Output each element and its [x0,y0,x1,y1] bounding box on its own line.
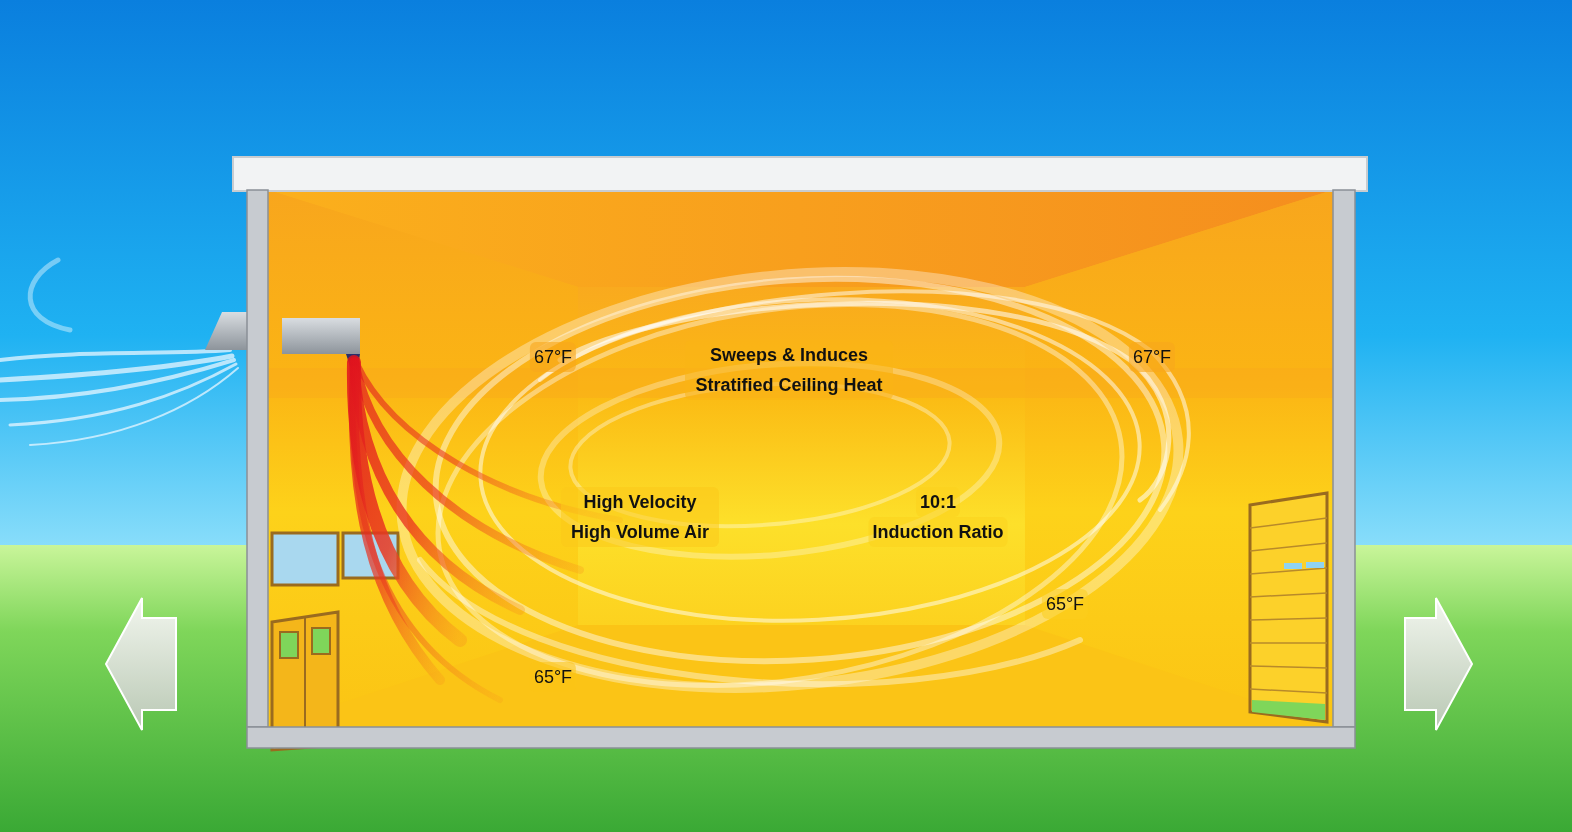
callout-text: Sweeps & Induces Stratified Ceiling Heat [685,340,893,400]
temperature-label: 65°F [1042,589,1088,619]
outdoor-air [0,260,238,445]
temperature-label: 67°F [1129,342,1175,372]
temperature-label: 67°F [530,342,576,372]
previous-arrow [106,598,176,730]
supply-duct [205,312,360,366]
temperature-label: 65°F [530,662,576,692]
next-arrow [1405,598,1472,730]
roll-up-door [1250,493,1327,722]
interior [268,190,1333,727]
floor [268,625,1333,727]
ratio-value: 10:1 [916,487,960,517]
callout-text: Induction Ratio [869,517,1008,547]
building-shell [233,157,1367,748]
callout-text: High Velocity High Volume Air [561,487,719,547]
